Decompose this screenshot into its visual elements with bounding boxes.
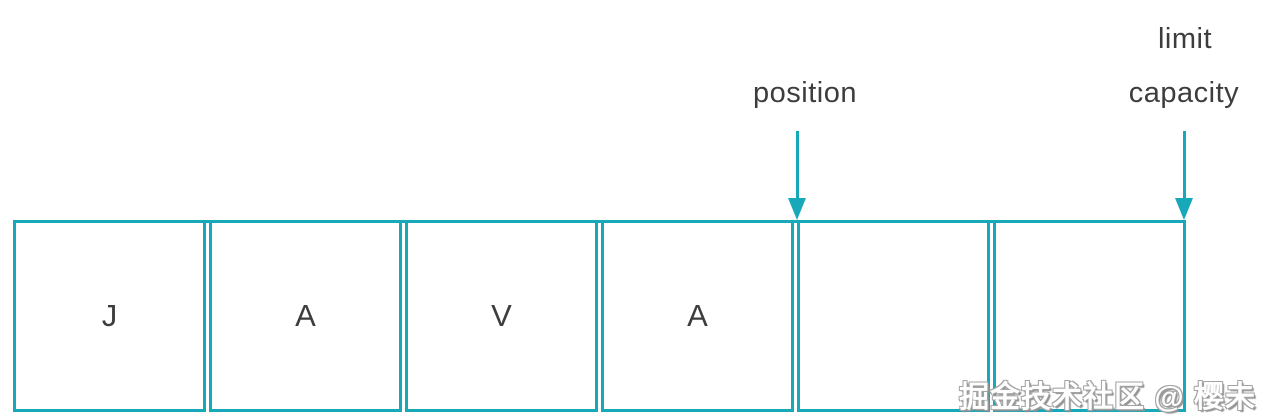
position-arrow-shaft (795, 131, 799, 201)
buffer-cell-4 (797, 220, 990, 412)
position-label: position (753, 77, 857, 109)
position-arrow-icon (788, 131, 806, 221)
buffer-cell-0-letter: J (101, 298, 118, 333)
buffer-cell-3: A (601, 220, 794, 412)
buffer-top-line (13, 220, 1186, 223)
limit-capacity-arrow-shaft (1182, 131, 1186, 201)
watermark: 掘金技术社区 @ 樱未 (959, 381, 1256, 414)
capacity-label: capacity (1128, 77, 1240, 109)
buffer-cell-0: J (13, 220, 206, 412)
buffer-cell-1: A (209, 220, 402, 412)
position-arrowhead-icon (788, 198, 806, 220)
limit-capacity-arrow-icon (1175, 131, 1193, 221)
buffer-cell-3-letter: A (687, 298, 708, 333)
buffer-cells-row: J A V A (13, 220, 1186, 412)
limit-label: limit (1157, 23, 1213, 55)
buffer-cell-2-letter: V (491, 298, 512, 333)
buffer-cell-2: V (405, 220, 598, 412)
limit-capacity-arrowhead-icon (1175, 198, 1193, 220)
buffer-cell-1-letter: A (295, 298, 316, 333)
buffer-cell-5 (993, 220, 1186, 412)
